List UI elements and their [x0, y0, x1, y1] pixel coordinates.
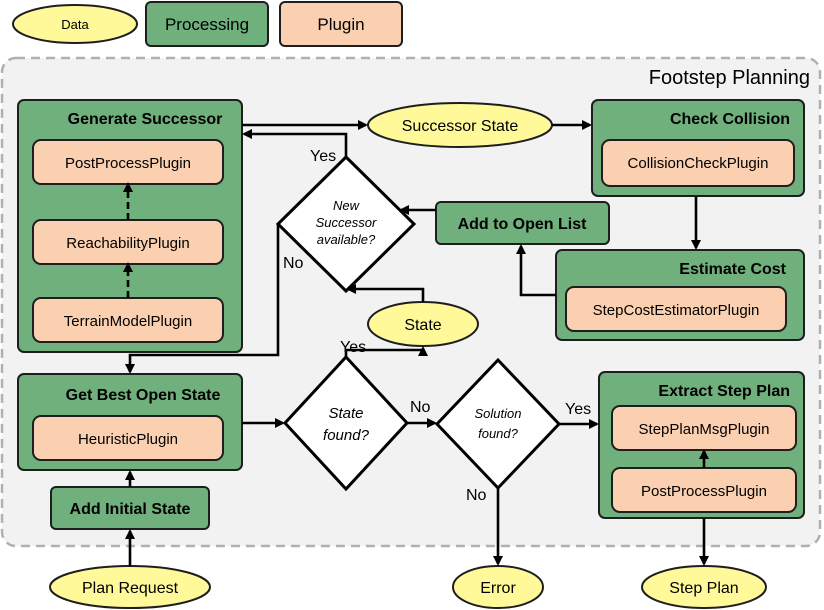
post-process-plugin-1-label: PostProcessPlugin [65, 155, 191, 172]
check-collision-group: Check Collision CollisionCheckPlugin [591, 99, 805, 197]
plan-request-label: Plan Request [82, 580, 179, 597]
error-ellipse [452, 565, 544, 609]
add-to-open-list-label: Add to Open List [458, 216, 588, 233]
region-title: Footstep Planning [649, 67, 810, 89]
add-initial-state-label: Add Initial State [70, 501, 191, 518]
step-plan-label: Step Plan [669, 580, 738, 597]
get-best-open-state-title: Get Best Open State [66, 387, 221, 404]
solution-found-yes-label: Yes [565, 401, 591, 418]
state-found-line2: found? [323, 427, 370, 444]
state-to-decision-arrow [346, 284, 425, 302]
solution-found-line2: found? [478, 426, 519, 441]
error-label: Error [480, 580, 516, 597]
state-found-line1: State [328, 405, 363, 422]
state-found-yes-to-state-arrow [344, 346, 428, 357]
connectors [125, 120, 709, 566]
estimate-cost-to-add-open-list-arrow [516, 244, 556, 297]
step-plan-ellipse [641, 565, 767, 609]
estimate-cost-group: Estimate Cost StepCostEstimatorPlugin [555, 249, 805, 341]
state-found-yes-label: Yes [340, 339, 366, 356]
state-found-decision [282, 354, 410, 492]
get-best-open-state-group: Get Best Open State HeuristicPlugin [17, 373, 243, 471]
new-successor-line1: New [333, 198, 361, 213]
check-collision-title: Check Collision [670, 111, 790, 128]
step-plan-msg-plugin-label: StepPlanMsgPlugin [639, 421, 770, 438]
step-cost-estimator-plugin-box [565, 286, 787, 332]
legend: Data Processing Plugin [12, 1, 403, 47]
collision-check-plugin-box [601, 139, 795, 187]
generate-successor-title: Generate Successor [68, 111, 223, 128]
legend-plugin-box [279, 1, 403, 47]
estimate-cost-title: Estimate Cost [679, 261, 786, 278]
collision-check-plugin-label: CollisionCheckPlugin [628, 155, 769, 172]
decision-no-to-get-best-arrow [125, 224, 280, 374]
state-found-no-label: No [410, 399, 431, 416]
extract-step-plan-group: Extract Step Plan StepPlanMsgPlugin Post… [598, 371, 805, 519]
legend-processing-box [145, 1, 269, 47]
generate-successor-group: Generate Successor PostProcessPlugin Rea… [17, 99, 243, 353]
decision-yes-to-generate-arrow [242, 129, 348, 157]
post-process-plugin-2-label: PostProcessPlugin [641, 483, 767, 500]
solution-found-line1: Solution [475, 406, 522, 421]
solution-found-no-label: No [466, 487, 487, 504]
successor-state-label: Successor State [402, 118, 519, 135]
state-label: State [404, 317, 441, 334]
legend-data-label: Data [61, 17, 89, 32]
new-successor-yes-label: Yes [310, 148, 336, 165]
legend-plugin-label: Plugin [317, 15, 364, 34]
new-successor-line2: Successor [316, 215, 377, 230]
step-cost-estimator-plugin-label: StepCostEstimatorPlugin [593, 302, 760, 319]
new-successor-line3: available? [317, 232, 376, 247]
heuristic-plugin-box [32, 415, 224, 461]
heuristic-plugin-label: HeuristicPlugin [78, 431, 178, 448]
new-successor-no-label: No [283, 255, 304, 272]
reachability-plugin-label: ReachabilityPlugin [66, 235, 189, 252]
legend-processing-label: Processing [165, 15, 249, 34]
extract-step-plan-title: Extract Step Plan [658, 383, 790, 400]
terrain-model-plugin-label: TerrainModelPlugin [64, 313, 192, 330]
legend-data-ellipse [12, 4, 138, 44]
